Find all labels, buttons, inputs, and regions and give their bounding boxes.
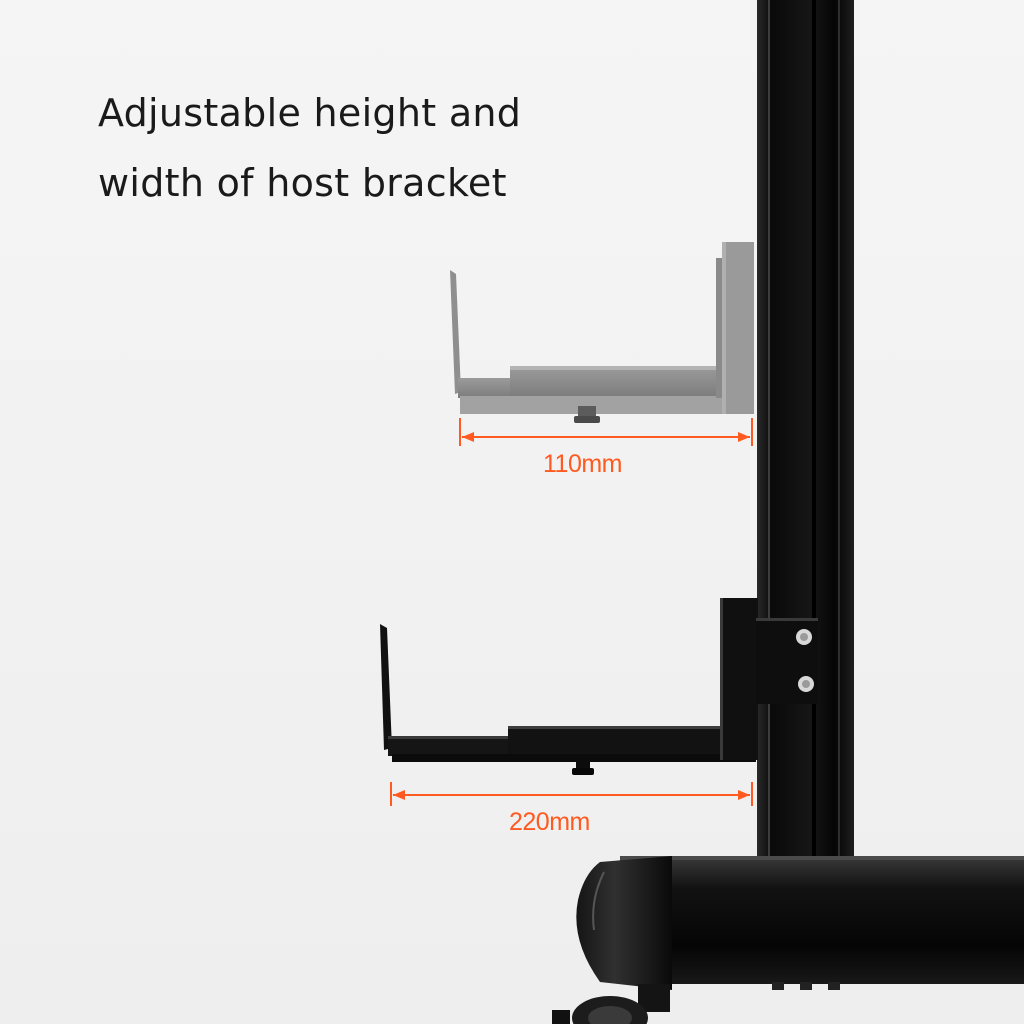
caption-line-1: Adjustable height and	[98, 91, 522, 135]
dimension-line-bottom	[390, 782, 753, 806]
vertical-pole	[757, 0, 854, 860]
caption-line-2: width of host bracket	[98, 161, 507, 205]
base-rail	[576, 856, 1024, 990]
feature-caption: Adjustable height and width of host brac…	[98, 78, 558, 218]
dimension-label-110: 110mm	[543, 450, 623, 478]
bracket-extended	[380, 598, 758, 775]
dimension-line-top	[459, 418, 753, 446]
bracket-retracted	[450, 242, 754, 423]
dimension-label-220: 220mm	[509, 808, 590, 836]
pole-clamp	[756, 618, 818, 704]
caster-wheel	[552, 984, 670, 1024]
